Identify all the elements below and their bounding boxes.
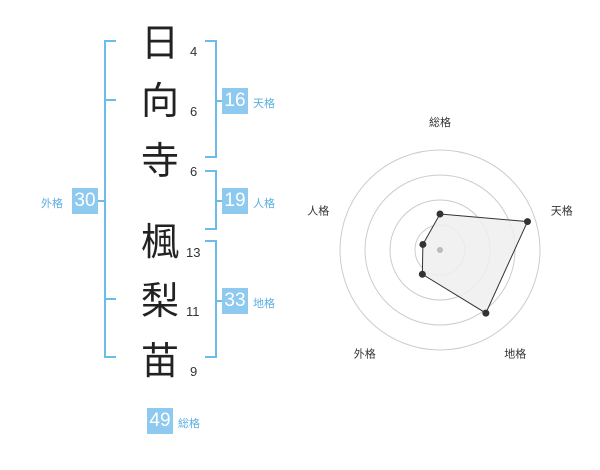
name-char-5: 梨	[140, 279, 179, 323]
chikaku-label: 地格	[253, 297, 275, 310]
radar-point-2	[523, 218, 531, 226]
name-char-6: 苗	[140, 339, 179, 383]
soukaku-label: 総格	[178, 417, 200, 430]
radar-point-3	[482, 309, 490, 317]
jinkaku-label: 人格	[253, 197, 275, 210]
name-char-2: 向	[140, 79, 179, 123]
stroke-count-5: 11	[186, 304, 200, 319]
radar-axis-label-4: 外格	[354, 347, 376, 361]
stroke-count-4: 13	[186, 245, 201, 260]
name-char-3: 寺	[140, 139, 179, 183]
radar-axis-label-3: 地格	[504, 347, 526, 361]
radar-center	[437, 247, 443, 253]
stroke-count-2: 6	[190, 104, 198, 119]
radar-axis-label-2: 天格	[551, 203, 573, 217]
radar-axis-label-5: 人格	[307, 203, 329, 217]
grid-ring	[339, 149, 541, 351]
tenkaku-label: 天格	[253, 97, 275, 110]
soukaku-value: 49	[147, 408, 173, 434]
name-char-1: 日	[140, 21, 179, 65]
radar-series-area	[421, 213, 529, 314]
gaikaku-label: 外格	[41, 197, 63, 210]
radar-point-5	[419, 240, 427, 248]
name-char-4: 楓	[140, 220, 179, 264]
chikaku-value: 33	[222, 288, 248, 314]
stroke-count-3: 6	[190, 164, 198, 179]
tenkaku-value: 16	[222, 88, 248, 114]
stroke-count-6: 9	[190, 364, 198, 379]
stroke-count-1: 4	[190, 44, 198, 59]
gaikaku-value: 30	[72, 188, 98, 214]
jinkaku-value: 19	[222, 188, 248, 214]
radar-point-1	[436, 210, 444, 218]
radar-axis-label-1: 総格	[429, 115, 451, 129]
radar-point-4	[418, 270, 426, 278]
